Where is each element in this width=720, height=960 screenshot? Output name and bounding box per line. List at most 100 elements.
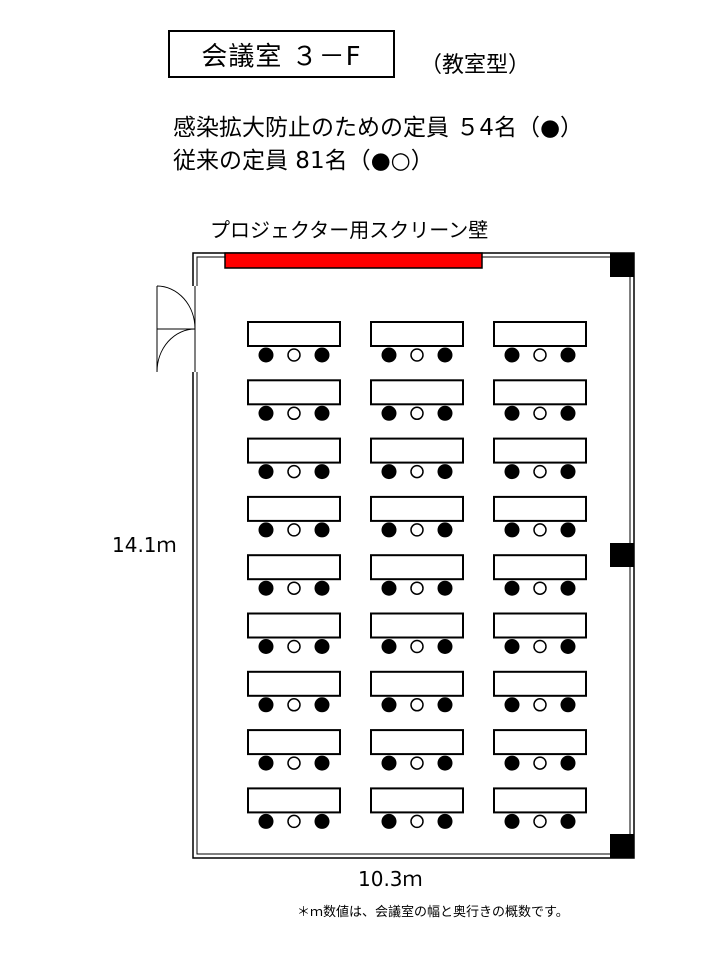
table-unit	[493, 554, 587, 596]
seat-filled-icon	[381, 405, 397, 421]
seat-filled-icon	[314, 697, 330, 713]
seat-empty-icon	[410, 698, 424, 712]
desk	[493, 787, 587, 814]
seat-filled-icon	[560, 697, 576, 713]
desk	[370, 554, 464, 581]
seat-filled-icon	[314, 405, 330, 421]
seat-filled-icon	[437, 464, 453, 480]
seat-filled-icon	[314, 639, 330, 654]
seat-filled-icon	[314, 755, 330, 771]
table-unit	[493, 321, 587, 363]
seat-filled-icon	[560, 347, 576, 363]
seat-filled-icon	[504, 580, 520, 596]
seating-area	[247, 321, 587, 829]
seat-empty-icon	[287, 406, 301, 421]
seat-filled-icon	[381, 580, 397, 596]
footnote: ＊ｍ数値は、会議室の幅と奥行きの概数です。	[297, 905, 569, 920]
seat-filled-icon	[560, 464, 576, 480]
desk	[493, 437, 587, 464]
desk	[370, 729, 464, 756]
table-unit	[493, 787, 587, 829]
seat-empty-icon	[287, 523, 301, 537]
room-height-dimension: 14.1ｍ	[112, 533, 177, 557]
table-unit	[493, 612, 587, 654]
seat-filled-icon	[258, 755, 274, 771]
seat-empty-icon	[533, 581, 547, 595]
seat-empty-icon	[287, 639, 301, 654]
seat-filled-icon	[258, 347, 274, 363]
seat-empty-icon	[533, 814, 547, 829]
normal-capacity-label: 従来の定員 81名（●○）	[173, 148, 434, 174]
seat-empty-icon	[287, 581, 301, 595]
seat-filled-icon	[381, 697, 397, 713]
seat-empty-icon	[410, 406, 424, 421]
seat-filled-icon	[504, 697, 520, 713]
desk	[247, 495, 341, 522]
seat-filled-icon	[258, 405, 274, 421]
table-unit	[247, 437, 341, 480]
table-unit	[247, 379, 341, 421]
desk	[247, 437, 341, 464]
pillar-top-right	[610, 253, 634, 277]
seat-filled-icon	[504, 347, 520, 363]
table-unit	[247, 787, 341, 829]
seat-filled-icon	[560, 405, 576, 421]
seat-filled-icon	[504, 522, 520, 538]
seat-filled-icon	[314, 522, 330, 538]
seat-filled-icon	[560, 755, 576, 771]
seat-filled-icon	[258, 639, 274, 654]
seat-filled-icon	[560, 813, 576, 829]
room-title: 会議室 ３－F	[168, 30, 395, 78]
seat-empty-icon	[533, 464, 547, 479]
seat-empty-icon	[287, 348, 301, 362]
seat-empty-icon	[287, 698, 301, 712]
seat-empty-icon	[410, 581, 424, 595]
room-width-dimension: 10.3ｍ	[358, 867, 423, 891]
desk	[493, 321, 587, 347]
seat-empty-icon	[533, 639, 547, 654]
table-unit	[370, 554, 464, 596]
seat-empty-icon	[533, 698, 547, 712]
desk	[247, 321, 341, 347]
seat-filled-icon	[314, 813, 330, 829]
seat-filled-icon	[560, 639, 576, 654]
seat-filled-icon	[437, 813, 453, 829]
seat-filled-icon	[437, 347, 453, 363]
seat-filled-icon	[381, 464, 397, 480]
seat-empty-icon	[533, 348, 547, 362]
seat-filled-icon	[504, 405, 520, 421]
pillar-mid-right	[610, 543, 634, 567]
desk	[493, 554, 587, 581]
table-unit	[247, 495, 341, 538]
seat-filled-icon	[258, 522, 274, 538]
seat-empty-icon	[410, 814, 424, 829]
seat-empty-icon	[410, 464, 424, 479]
screen-wall-label: プロジェクター用スクリーン壁	[210, 218, 489, 242]
seat-filled-icon	[381, 813, 397, 829]
table-unit	[370, 379, 464, 421]
seat-filled-icon	[437, 755, 453, 771]
projector-screen	[224, 252, 483, 269]
desk	[370, 612, 464, 639]
seat-filled-icon	[258, 464, 274, 480]
table-unit	[493, 437, 587, 480]
table-unit	[370, 729, 464, 771]
infection-capacity-label: 感染拡大防止のための定員 ５4名（●）	[173, 115, 584, 141]
desk	[247, 670, 341, 697]
seat-filled-icon	[381, 755, 397, 771]
seat-filled-icon	[560, 522, 576, 538]
seat-filled-icon	[314, 347, 330, 363]
table-unit	[370, 612, 464, 654]
seat-empty-icon	[410, 756, 424, 770]
table-unit	[370, 321, 464, 363]
table-unit	[493, 729, 587, 771]
seat-filled-icon	[504, 639, 520, 654]
desk	[370, 379, 464, 406]
table-unit	[493, 670, 587, 713]
seat-filled-icon	[314, 580, 330, 596]
seat-filled-icon	[437, 405, 453, 421]
seat-filled-icon	[437, 522, 453, 538]
table-unit	[247, 729, 341, 771]
table-unit	[370, 437, 464, 480]
desk	[493, 670, 587, 697]
